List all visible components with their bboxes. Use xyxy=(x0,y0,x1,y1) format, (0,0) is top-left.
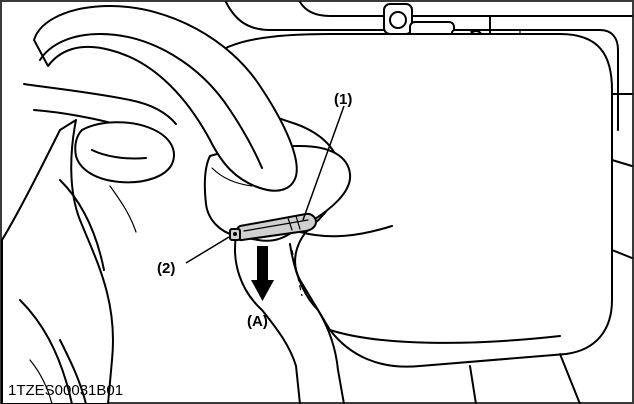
callout-a: (A) xyxy=(247,313,268,330)
leader-line-1 xyxy=(302,105,345,221)
callout-2: (2) xyxy=(157,260,175,277)
steering-column-housing xyxy=(1,119,114,404)
figure-code: 1TZES00031B01 xyxy=(8,382,123,399)
hand-lever xyxy=(229,212,317,242)
downward-arrow-icon xyxy=(251,246,274,301)
steering-wheel xyxy=(23,5,298,233)
callout-1: (1) xyxy=(334,91,352,108)
leader-line-2 xyxy=(185,236,230,264)
